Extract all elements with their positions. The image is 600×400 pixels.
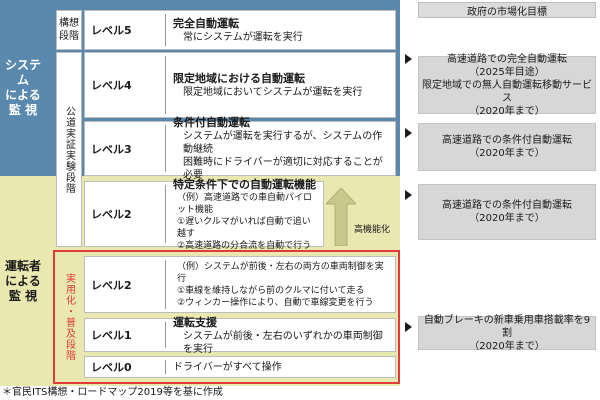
stage-verification: 公道実証実験段階 bbox=[56, 52, 82, 247]
level-1-row: レベル1 運転支援 システムが前後・左右のいずれかの車両制御を実行 bbox=[84, 315, 396, 355]
level-desc: 限定地域においてシステムが運転を実行 bbox=[183, 87, 363, 98]
level-label: レベル2 bbox=[91, 208, 132, 221]
level-title: 運転支援 bbox=[173, 315, 217, 329]
level-title: 特定条件下での自動運転機能 bbox=[173, 177, 316, 191]
level-label: レベル5 bbox=[91, 24, 132, 37]
level-desc: システムが運転を実行するが、システムの作動継続 困難時にドライバーが適切に対応す… bbox=[183, 131, 383, 181]
level-desc: （例）システムが前後・左右の両方の車両制御を実行 ①車線を維持しながら前のクルマ… bbox=[177, 261, 384, 308]
level-desc: 常にシステムが運転を実行 bbox=[183, 32, 303, 43]
level-5-row: レベル5 完全自動運転 常にシステムが運転を実行 bbox=[84, 10, 396, 50]
goal-level-1: 自動ブレーキの新車乗用車搭載率を9割 （2020年まで） bbox=[418, 315, 596, 352]
level-label: レベル2 bbox=[91, 278, 132, 292]
level-title: 条件付自動運転 bbox=[173, 116, 250, 129]
goal-level-2: 高速道路での条件付自動運転 （2020年まで） bbox=[418, 184, 596, 240]
level-0-row: レベル0 ドライバーがすべて操作 bbox=[84, 356, 396, 378]
level-label: レベル3 bbox=[91, 142, 132, 156]
level-desc: ドライバーがすべて操作 bbox=[173, 361, 282, 373]
level-title: 完全自動運転 bbox=[173, 17, 239, 30]
goal-level-3: 高速道路での条件付自動運転 （2020年まで） bbox=[418, 123, 596, 171]
level-2-general-row: レベル2 （例）システムが前後・左右の両方の車両制御を実行 ①車線を維持しながら… bbox=[84, 256, 396, 313]
stage-concept: 構想 段階 bbox=[56, 10, 82, 50]
level-2-specific-row: レベル2 特定条件下での自動運転機能 （例）高速道路での車自動パイロット機能 ①… bbox=[84, 178, 324, 251]
goal-level-4-5: 高速道路での完全自動運転 （2025年目途） 限定地域での無人自動運転移動サービ… bbox=[418, 54, 596, 117]
government-goals-header: 政府の市場化目標 bbox=[418, 2, 596, 18]
driver-monitoring-band: 運転者 による 監 視 bbox=[0, 176, 46, 386]
level-label: レベル1 bbox=[91, 329, 132, 342]
practical-stage-frame bbox=[53, 250, 400, 384]
level-label: レベル4 bbox=[91, 79, 132, 92]
arrow-label: 高機能化 bbox=[354, 225, 391, 235]
stage-practical: 実用化・普及段階 bbox=[63, 273, 75, 361]
goal-arrow-icon bbox=[405, 54, 412, 64]
footnote: ＊官民ITS構想・ロードマップ2019等を基に作成 bbox=[2, 387, 223, 398]
level-title: 限定地域における自動運転 bbox=[173, 72, 305, 85]
goal-arrow-icon bbox=[405, 190, 412, 200]
level-3-row: レベル3 条件付自動運転 システムが運転を実行するが、システムの作動継続 困難時… bbox=[84, 116, 396, 181]
level-label: レベル0 bbox=[91, 361, 132, 374]
goal-arrow-icon bbox=[405, 322, 412, 332]
level-desc: システムが前後・左右のいずれかの車両制御を実行 bbox=[183, 330, 383, 355]
level-desc: （例）高速道路での車自動パイロット機能 ①遅いクルマがいれば自動で追い越す ②高… bbox=[177, 192, 313, 251]
level-4-row: レベル4 限定地域における自動運転 限定地域においてシステムが運転を実行 bbox=[84, 52, 396, 118]
up-arrow-icon bbox=[326, 188, 356, 246]
system-monitoring-band: システム による 監 視 bbox=[0, 0, 46, 176]
goal-arrow-icon bbox=[405, 128, 412, 138]
